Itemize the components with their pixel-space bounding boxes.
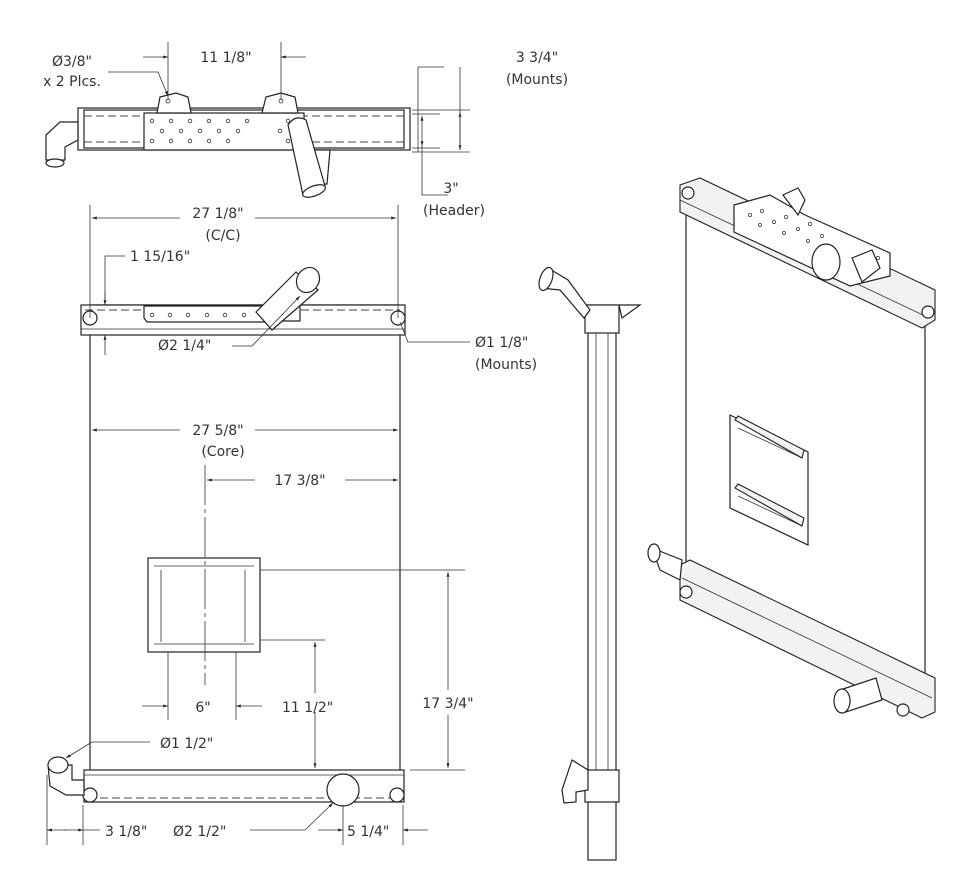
window-offset-label: 17 3/8" xyxy=(274,473,325,489)
window-bottom-height-label: 11 1/2" xyxy=(282,700,333,716)
core xyxy=(89,304,401,776)
center-to-center-note: (C/C) xyxy=(205,228,240,244)
window-width-label: 6" xyxy=(195,700,210,716)
mount-offset-label: 1 15/16" xyxy=(130,249,190,265)
core-width-label: 27 5/8" xyxy=(192,423,243,439)
mount-spacing-label: 11 1/8" xyxy=(200,50,251,66)
left-pipe-label: Ø1 1/2" xyxy=(160,736,213,752)
top-pipe-label: Ø2 1/4" xyxy=(158,338,211,354)
window-span-label: 17 3/4" xyxy=(422,696,473,712)
isometric-view xyxy=(647,177,936,719)
side-view xyxy=(538,266,642,861)
iso-top-pipe xyxy=(811,243,841,281)
iso-bottom-header xyxy=(679,559,936,719)
mount-diameter-note: (Mounts) xyxy=(475,357,537,373)
front-view: 27 1/8" (C/C) 1 15/16" Ø2 1/4" Ø1 1/8" (… xyxy=(46,205,537,845)
iso-plate xyxy=(733,194,891,287)
plate-holes xyxy=(149,118,301,144)
top-plate xyxy=(143,305,276,323)
left-elbow-pipe xyxy=(45,121,79,161)
bottom-pipe-label: Ø2 1/2" xyxy=(173,824,226,840)
side-bottom-pipe xyxy=(561,759,589,804)
mount-bracket-left xyxy=(156,92,192,114)
side-core xyxy=(587,304,617,861)
mount-height-note: (Mounts) xyxy=(506,72,568,88)
access-window xyxy=(147,557,261,653)
mount-hole-qty-label: x 2 Plcs. xyxy=(43,74,101,90)
mount-height-label: 3 3/4" xyxy=(516,50,558,66)
core-width-note: (Core) xyxy=(201,444,244,460)
header-height-label: 3" xyxy=(443,181,458,197)
top-view: 11 1/8" Ø3/8" x 2 Plcs. 3 3/4" (Mounts) … xyxy=(43,42,568,219)
bottom-pipe xyxy=(326,773,360,807)
perforated-plate xyxy=(143,112,305,151)
mount-hole-label: Ø3/8" xyxy=(52,54,92,70)
header-height-note: (Header) xyxy=(423,203,485,219)
mount-diameter-label: Ø1 1/8" xyxy=(475,335,528,351)
left-pipe-offset-label: 3 1/8" xyxy=(105,824,147,840)
bottom-pipe-offset-label: 5 1/4" xyxy=(347,824,389,840)
center-to-center-label: 27 1/8" xyxy=(192,206,243,222)
top-outlet-pipe xyxy=(287,117,326,196)
